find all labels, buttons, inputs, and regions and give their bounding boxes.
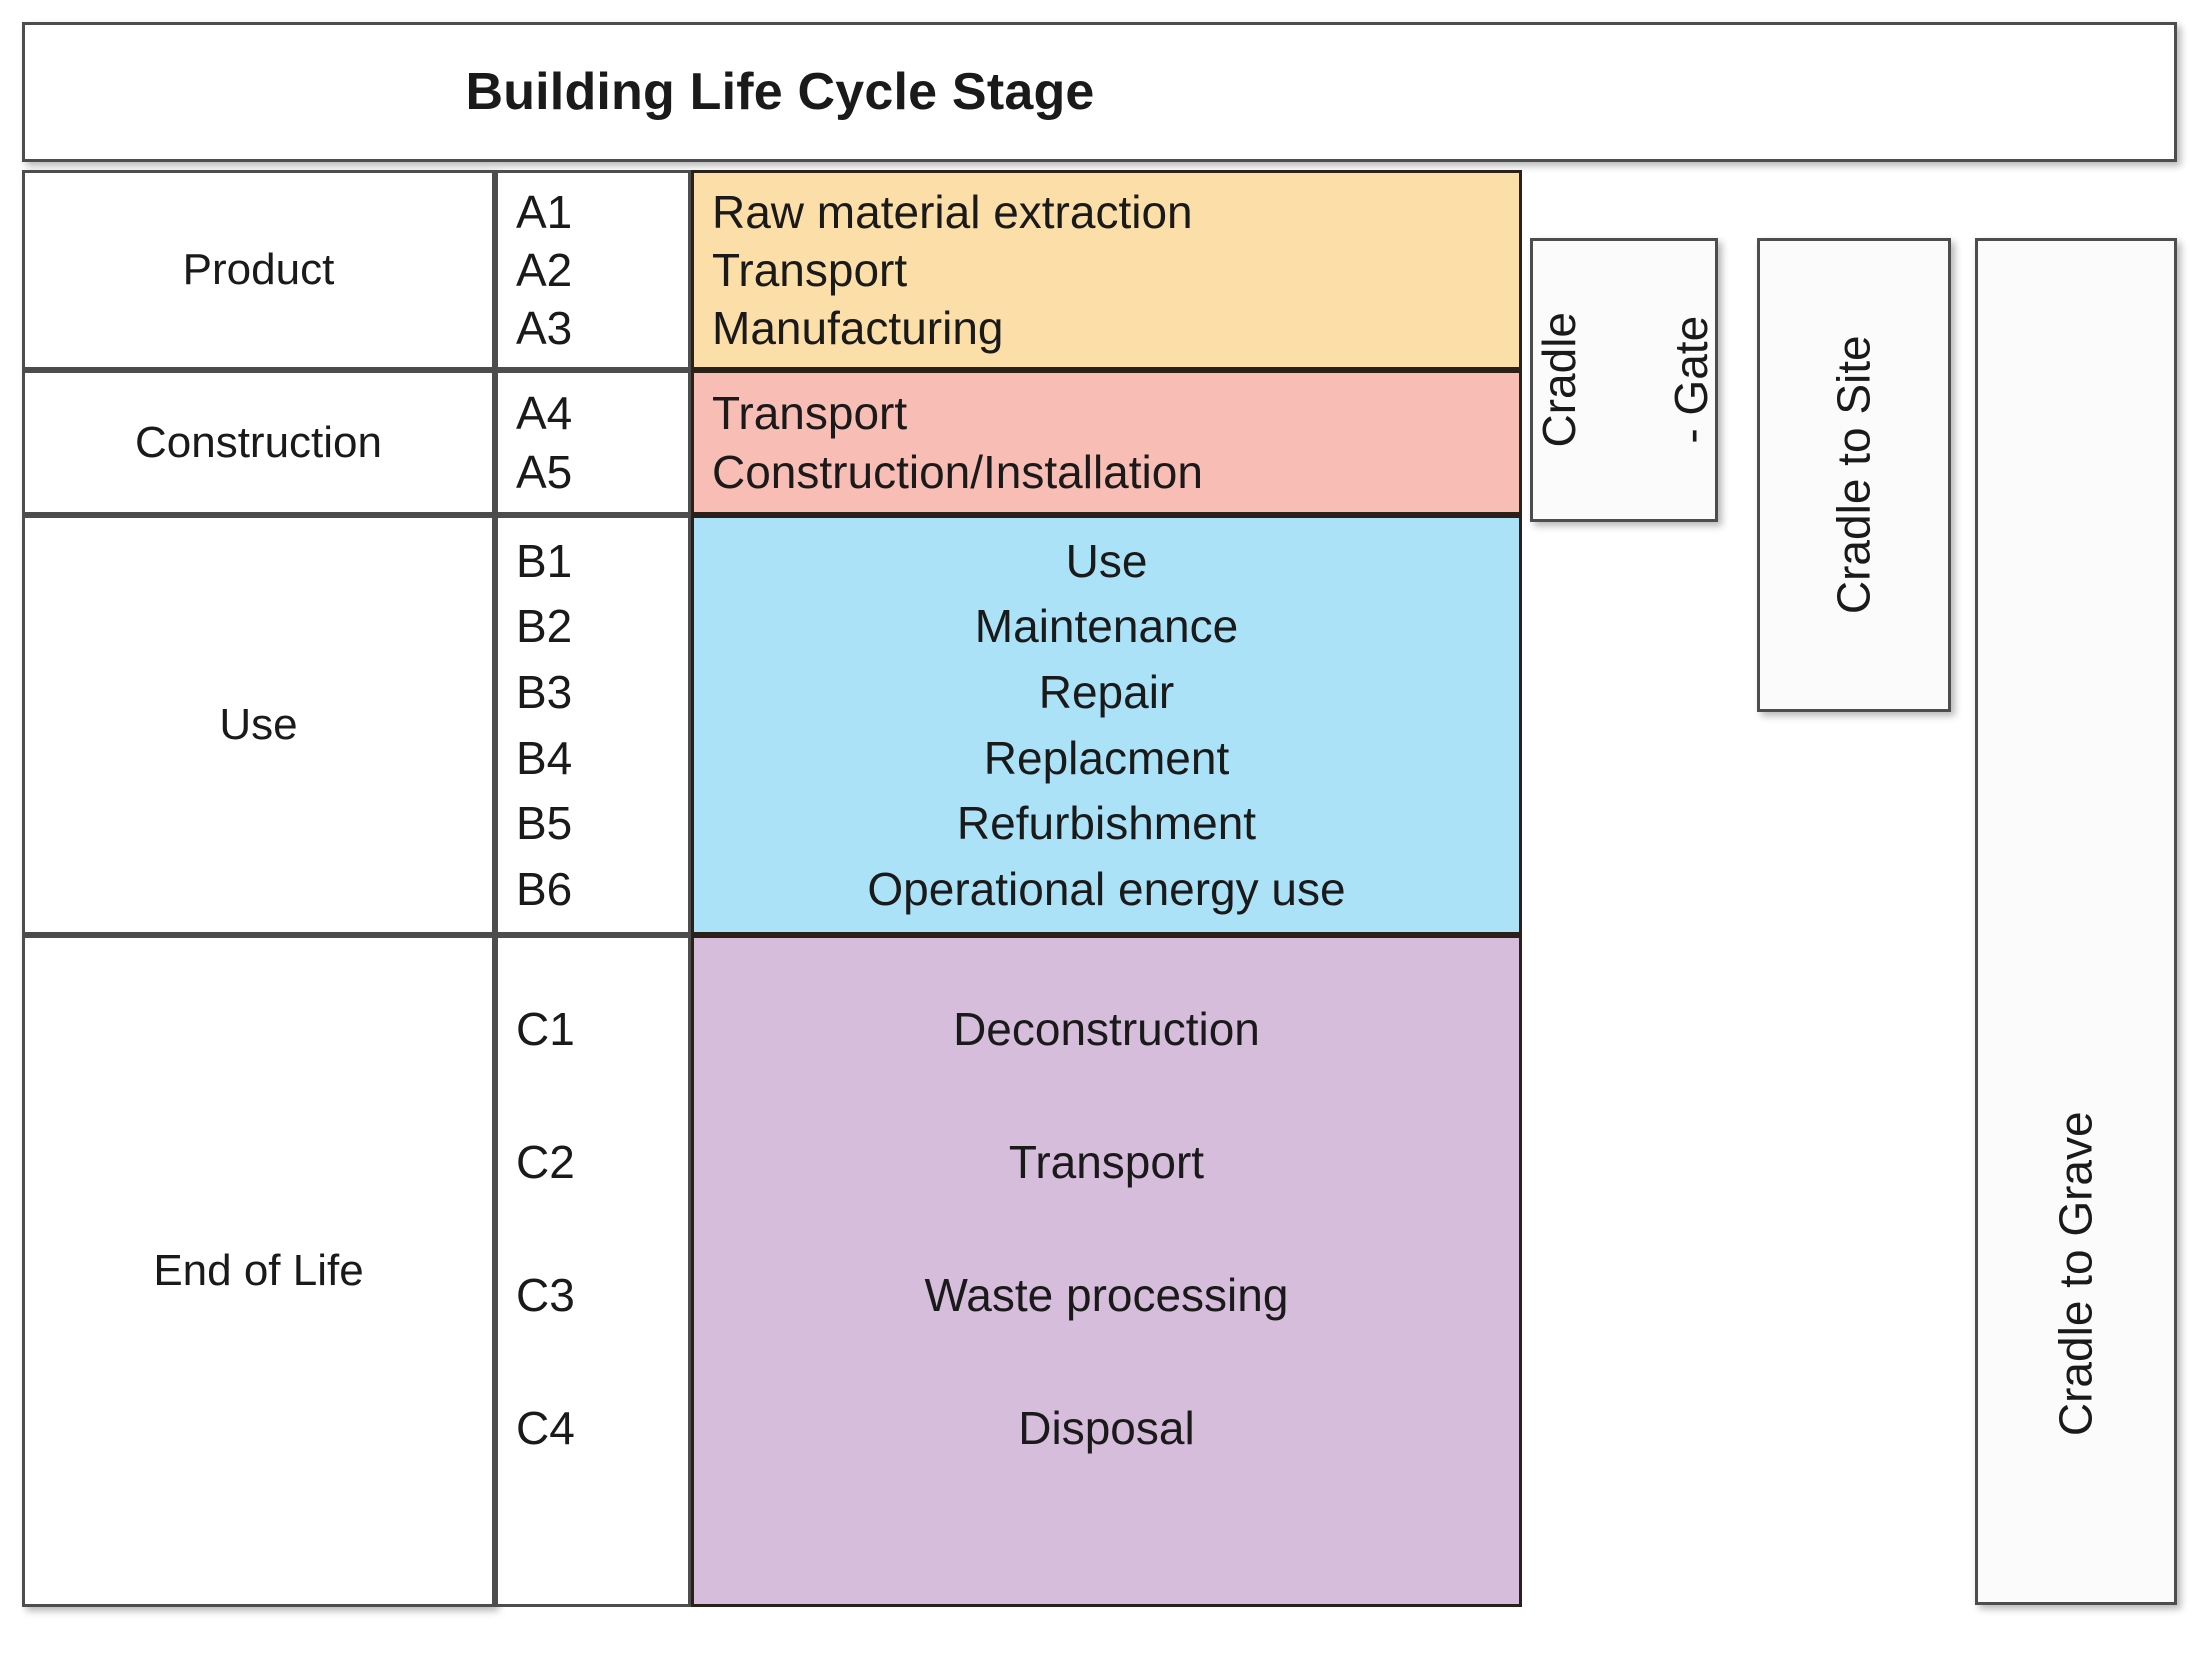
page-title: Building Life Cycle Stage: [465, 63, 1095, 121]
module-code: C1: [516, 1002, 575, 1055]
stage-cell-product: Product: [22, 170, 495, 370]
module-code: B2: [516, 600, 573, 653]
scope-label-line-2: - Gate: [1665, 316, 1717, 444]
scope-box-cradle-gate: - Gate Cradle: [1530, 238, 1718, 522]
module-code: B6: [516, 863, 573, 916]
scope-box-cradle-to-grave: Cradle to Grave: [1975, 238, 2177, 1605]
process-label: Construction/Installation: [712, 446, 1203, 499]
stage-label: End of Life: [153, 1246, 364, 1295]
process-label: Transport: [712, 244, 908, 296]
stage-cell-use: Use: [22, 515, 495, 935]
stage-cell-construction: Construction: [22, 370, 495, 515]
module-code: B1: [516, 534, 573, 587]
module-code: A2: [516, 244, 573, 296]
process-label: Manufacturing: [712, 302, 1004, 354]
process-label: Deconstruction: [953, 1002, 1260, 1055]
process-label: Replacment: [983, 731, 1230, 784]
process-label: Disposal: [1018, 1401, 1195, 1454]
scope-box-cradle-to-site: Cradle to Site: [1757, 238, 1951, 712]
process-cell-use: Use Maintenance Repair Replacment Refurb…: [691, 515, 1522, 935]
header-banner: Building Life Cycle Stage: [22, 22, 2177, 162]
module-code: A3: [516, 302, 573, 354]
module-code: C3: [516, 1268, 575, 1321]
process-label: Repair: [1038, 666, 1175, 719]
module-code: A1: [516, 186, 573, 238]
process-cell-construction: Transport Construction/Installation: [691, 370, 1522, 515]
module-code: A5: [516, 446, 573, 499]
scope-label: Cradle to Grave: [2049, 1111, 2102, 1437]
module-code: B5: [516, 797, 573, 850]
code-cell-use: B1 B2 B3 B4 B5 B6: [495, 515, 691, 935]
module-code: B4: [516, 731, 573, 784]
scope-label-line-1: Cradle: [1533, 312, 1586, 448]
process-cell-product: Raw material extraction Transport Manufa…: [691, 170, 1522, 370]
stage-cell-end-of-life: End of Life: [22, 935, 495, 1607]
stage-label: Product: [182, 245, 335, 294]
code-cell-product: A1 A2 A3: [495, 170, 691, 370]
module-code: C4: [516, 1401, 575, 1454]
stage-label: Construction: [134, 417, 382, 467]
code-cell-construction: A4 A5: [495, 370, 691, 515]
process-label: Maintenance: [974, 600, 1239, 653]
stage-label: Use: [219, 700, 298, 749]
module-code: A4: [516, 386, 573, 439]
process-label: Transport: [712, 386, 908, 439]
process-label: Refurbishment: [956, 797, 1257, 850]
module-code: B3: [516, 666, 573, 719]
module-code: C2: [516, 1135, 575, 1188]
process-label: Raw material extraction: [712, 186, 1193, 238]
code-cell-end-of-life: C1 C2 C3 C4: [495, 935, 691, 1607]
process-cell-end-of-life: Deconstruction Transport Waste processin…: [691, 935, 1522, 1607]
process-label: Operational energy use: [867, 863, 1346, 916]
process-label: Waste processing: [924, 1268, 1289, 1321]
scope-label: Cradle to Site: [1827, 335, 1880, 615]
process-label: Use: [1065, 534, 1148, 587]
process-label: Transport: [1008, 1135, 1205, 1188]
